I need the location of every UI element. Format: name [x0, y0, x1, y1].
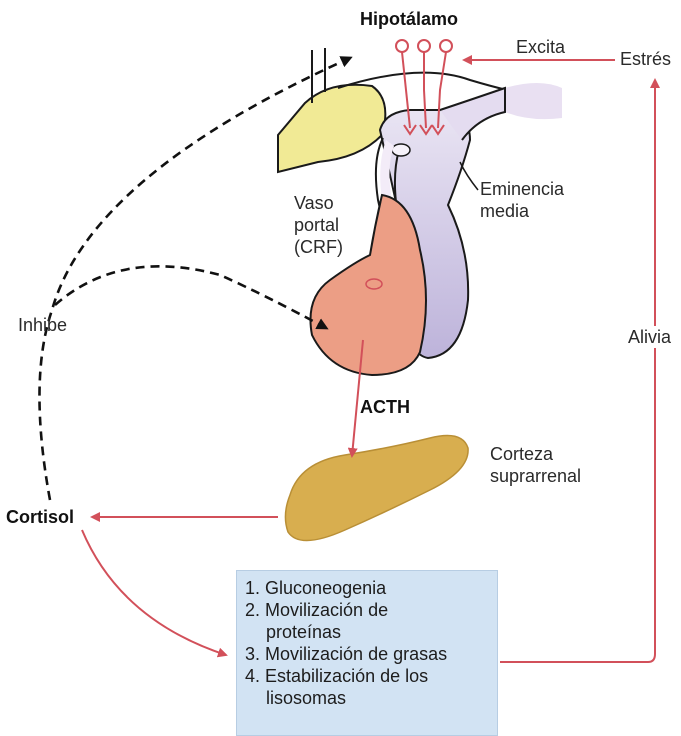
median-eminence-label-2: media [480, 200, 529, 222]
portal-vessel-label-1: Vaso [294, 192, 334, 214]
adrenal-cortex-label-1: Corteza [490, 443, 553, 465]
effect-text: Movilización de grasas [265, 644, 447, 664]
effect-number: 1. [245, 578, 260, 598]
stress-label: Estrés [620, 48, 671, 70]
inhibits-label: Inhibe [18, 314, 67, 336]
effects-list: 1. Gluconeogenia 2. Movilización de prot… [245, 577, 487, 709]
third-ventricle-tissue [505, 83, 562, 119]
adrenal-cortex [285, 436, 468, 541]
effect-text-continuation: proteínas [245, 621, 487, 643]
optic-nerve [278, 85, 385, 172]
effect-text: Estabilización de los [265, 666, 428, 686]
excites-label: Excita [516, 36, 565, 58]
effect-number: 3. [245, 644, 260, 664]
arrow-cortisol-to-effects [82, 530, 226, 655]
effect-text: Movilización de [265, 600, 388, 620]
portal-vessel-top [392, 144, 410, 156]
portal-vessel-label-2: portal [294, 214, 339, 236]
effect-item: 3. Movilización de grasas [245, 643, 487, 665]
effect-text-continuation: lisosomas [245, 687, 487, 709]
effect-text: Gluconeogenia [265, 578, 386, 598]
effect-number: 4. [245, 666, 260, 686]
effect-number: 2. [245, 600, 260, 620]
arrow-relieves [500, 80, 655, 662]
hypothalamus-label: Hipotálamo [360, 8, 458, 30]
cortisol-effects-box: 1. Gluconeogenia 2. Movilización de prot… [236, 570, 498, 736]
cortisol-label: Cortisol [6, 506, 74, 528]
portal-vessel-label-3: (CRF) [294, 236, 343, 258]
relieves-label: Alivia [628, 326, 671, 348]
acth-label: ACTH [360, 396, 410, 418]
effect-item: 2. Movilización de proteínas [245, 599, 487, 643]
median-eminence-label-1: Eminencia [480, 178, 564, 200]
adrenal-cortex-label-2: suprarrenal [490, 465, 581, 487]
dashed-arrow-inhibit-pituitary [55, 266, 326, 328]
effect-item: 4. Estabilización de los lisosomas [245, 665, 487, 709]
effect-item: 1. Gluconeogenia [245, 577, 487, 599]
leader-median-eminence [460, 162, 478, 190]
